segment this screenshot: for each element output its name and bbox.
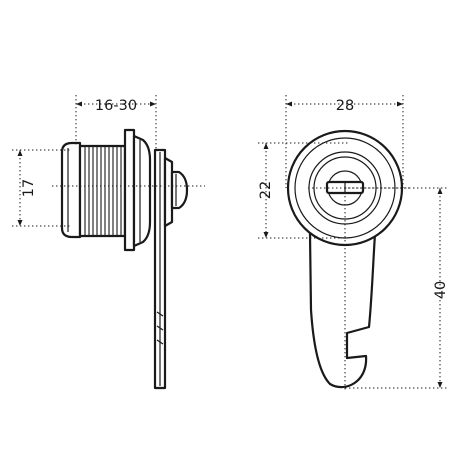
- lock-face-ring: [294, 137, 396, 239]
- dimension-head-diameter: 28: [336, 98, 354, 114]
- lock-nut: [123, 128, 136, 252]
- side-view: [60, 128, 189, 390]
- dimension-head-height: 22: [258, 181, 274, 199]
- threaded-body: [78, 144, 127, 238]
- thread-ribs: [84, 146, 122, 236]
- washer: [163, 156, 174, 228]
- cam-lever: [308, 232, 377, 389]
- lock-head: [60, 141, 82, 239]
- dimension-lines: [12, 95, 448, 392]
- cam-plate-bend: [156, 311, 164, 345]
- dimension-cam-length: 40: [433, 281, 449, 299]
- screw-head: [170, 170, 189, 210]
- dimension-body-length: 16-30: [95, 98, 137, 114]
- lock-nut-bevel: [132, 134, 152, 248]
- dimension-body-diameter: 17: [21, 179, 37, 197]
